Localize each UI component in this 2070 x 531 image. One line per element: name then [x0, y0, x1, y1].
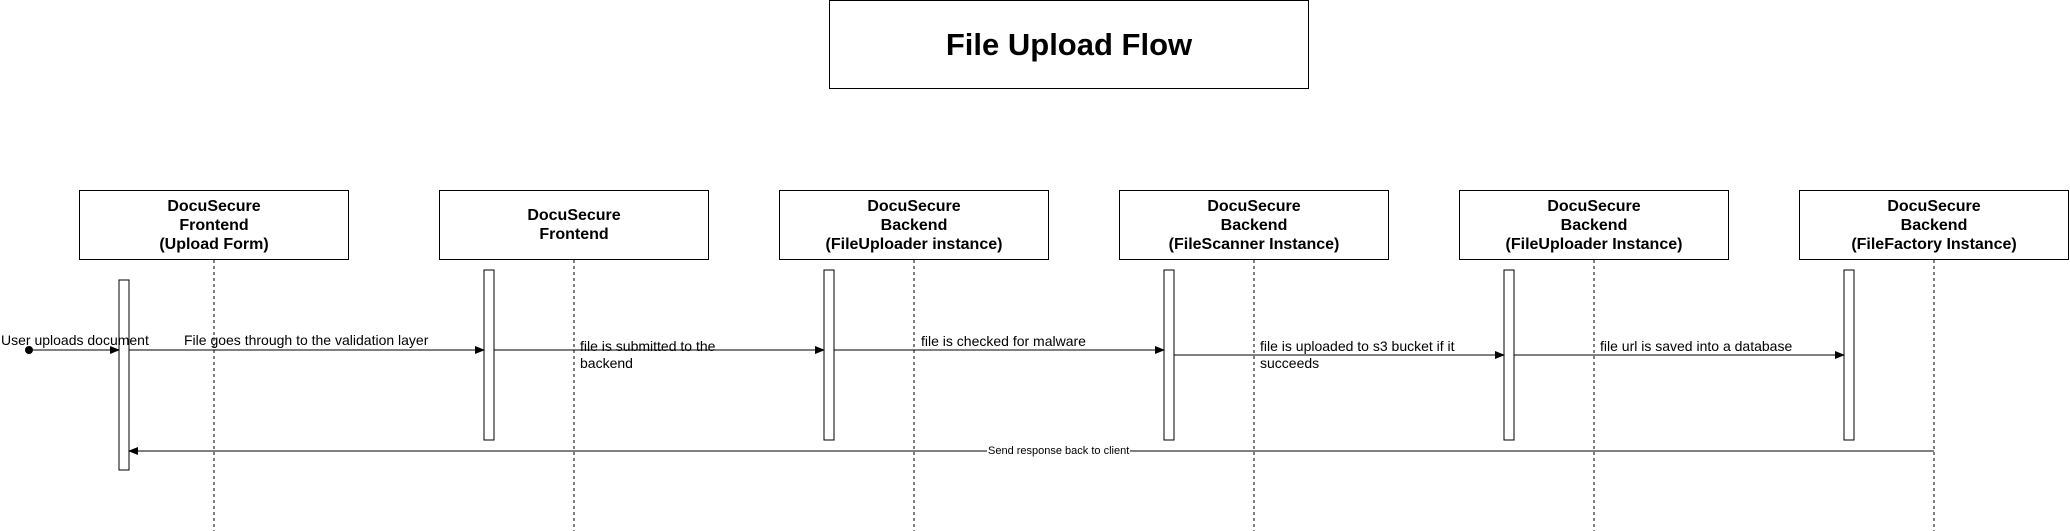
participant-backend-fileuploader: DocuSecure Backend (FileUploader instanc… [779, 190, 1049, 260]
message-label-6: file url is saved into a database [1600, 338, 1793, 354]
participant-line: DocuSecure [527, 207, 621, 224]
participant-line: (FileScanner Instance) [1168, 235, 1340, 253]
message-label-5: file is uploaded to s3 bucket if it succ… [1260, 338, 1455, 371]
activation-bar-2 [483, 269, 495, 441]
participant-line: DocuSecure [1547, 197, 1641, 215]
message-label-4: file is checked for malware [921, 333, 1086, 349]
activation-bar-5 [1503, 269, 1515, 441]
participant-line: Backend [1560, 216, 1628, 234]
participant-line: DocuSecure [167, 197, 261, 215]
participant-line: Frontend [179, 216, 249, 234]
message-label-3: file is submitted to the backend [580, 338, 716, 371]
message-label-1: User uploads document [1, 332, 149, 348]
participant-backend-fileuploader-2: DocuSecure Backend (FileUploader Instanc… [1459, 190, 1729, 260]
activation-bar-6 [1843, 269, 1855, 441]
participant-line: DocuSecure [1207, 197, 1301, 215]
participant-backend-filefactory: DocuSecure Backend (FileFactory Instance… [1799, 190, 2069, 260]
participant-line: Backend [880, 216, 948, 234]
activation-bar-4 [1163, 269, 1175, 441]
participant-line: (Upload Form) [159, 235, 269, 253]
participant-backend-filescanner: DocuSecure Backend (FileScanner Instance… [1119, 190, 1389, 260]
participant-line: Frontend [539, 226, 609, 243]
participant-line: DocuSecure [867, 197, 961, 215]
participant-line: (FileUploader Instance) [1505, 235, 1683, 253]
message-label-return: Send response back to client [987, 445, 1131, 458]
message-label-2: File goes through to the validation laye… [184, 332, 429, 348]
participant-frontend: DocuSecure Frontend [439, 190, 709, 260]
participant-line: (FileFactory Instance) [1851, 235, 2017, 253]
activation-bar-1 [118, 279, 130, 471]
participant-line: Backend [1900, 216, 1968, 234]
participant-frontend-upload-form: DocuSecure Frontend (Upload Form) [79, 190, 349, 260]
participant-line: Backend [1220, 216, 1288, 234]
participant-line: DocuSecure [1887, 197, 1981, 215]
participant-line: (FileUploader instance) [825, 235, 1003, 253]
diagram-title: File Upload Flow [829, 0, 1309, 89]
activation-bar-3 [823, 269, 835, 441]
